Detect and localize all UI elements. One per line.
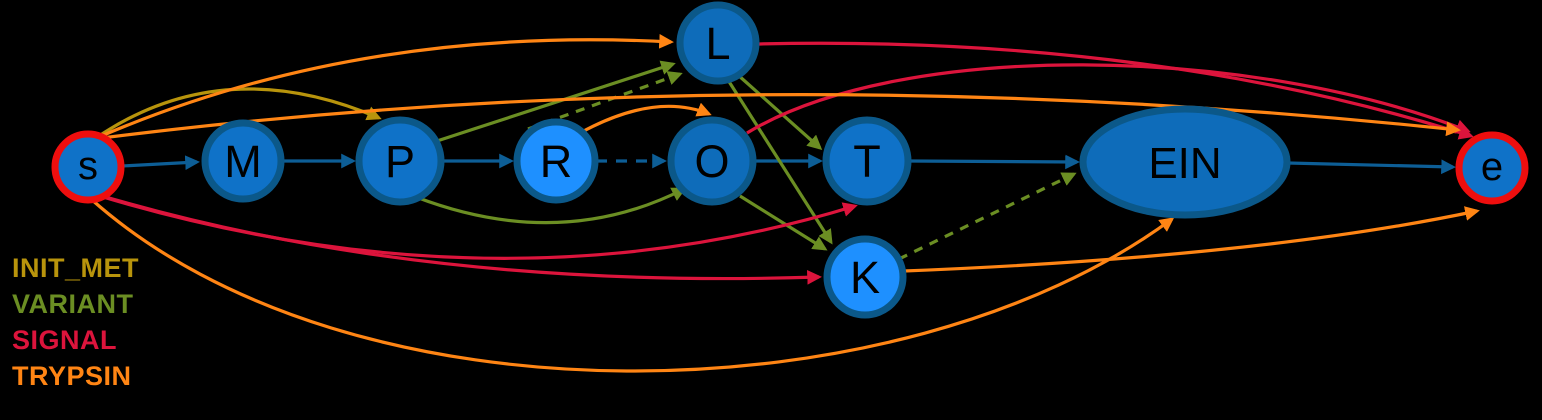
legend-item-init-met: INIT_MET <box>12 250 139 286</box>
edge-K-e-trypsin <box>903 206 1480 273</box>
node-shape-K <box>823 235 907 319</box>
edge-L-K-variant <box>726 79 833 245</box>
legend-item-trypsin: TRYPSIN <box>12 358 139 394</box>
node-label-O: O <box>694 136 729 187</box>
edge-O-e-signal <box>746 63 1471 135</box>
node-M: M <box>201 119 285 203</box>
edge-L-e-signal <box>756 41 1474 140</box>
node-K: K <box>823 235 907 319</box>
edge-P-O-variant <box>415 187 687 225</box>
legend-label-signal: SIGNAL <box>12 325 118 355</box>
edge-s-K-signal <box>98 193 822 285</box>
node-EIN: EIN <box>1079 105 1291 219</box>
node-label-EIN: EIN <box>1148 139 1221 188</box>
node-shape-P <box>355 116 445 206</box>
edge-K-EIN-variant <box>898 172 1077 261</box>
edge-EIN-e-backbone <box>1287 159 1456 175</box>
node-e: e <box>1455 131 1529 205</box>
node-shape-L <box>676 1 760 85</box>
edge-T-EIN-backbone <box>908 154 1080 170</box>
edge-L-T-variant <box>736 73 823 150</box>
node-O: O <box>667 116 757 206</box>
node-shape-s <box>51 130 125 204</box>
node-label-K: K <box>850 252 880 303</box>
node-label-L: L <box>705 18 730 69</box>
legend-label-trypsin: TRYPSIN <box>12 361 132 391</box>
node-label-P: P <box>385 136 415 187</box>
node-shape-M <box>201 119 285 203</box>
node-shape-EIN <box>1079 105 1291 219</box>
legend-item-variant: VARIANT <box>12 286 139 322</box>
node-shape-e <box>1455 131 1529 205</box>
legend: INIT_MET VARIANT SIGNAL TRYPSIN <box>12 250 139 394</box>
node-label-e: e <box>1481 145 1503 189</box>
node-shape-R <box>513 118 599 204</box>
node-L: L <box>676 1 760 85</box>
legend-label-variant: VARIANT <box>12 289 134 319</box>
edge-s-M-backbone <box>121 155 200 170</box>
node-R: R <box>513 118 599 204</box>
node-label-s: s <box>78 144 98 188</box>
edge-s-T-signal <box>102 195 858 260</box>
edge-P-L-variant <box>436 60 676 143</box>
legend-label-init-met: INIT_MET <box>12 253 140 283</box>
edge-O-K-variant <box>739 194 828 251</box>
node-s: s <box>51 130 125 204</box>
legend-item-signal: SIGNAL <box>12 322 139 358</box>
edge-s-L-trypsin <box>98 34 674 139</box>
node-shape-T <box>822 116 912 206</box>
node-shape-O <box>667 116 757 206</box>
node-P: P <box>355 116 445 206</box>
edge-R-O-trypsin <box>579 102 712 135</box>
edge-s-EIN-trypsin <box>89 197 1175 373</box>
node-label-R: R <box>540 136 573 187</box>
node-label-M: M <box>224 136 262 187</box>
edge-s-e-trypsin <box>93 93 1461 141</box>
node-T: T <box>822 116 912 206</box>
node-label-T: T <box>853 136 881 187</box>
